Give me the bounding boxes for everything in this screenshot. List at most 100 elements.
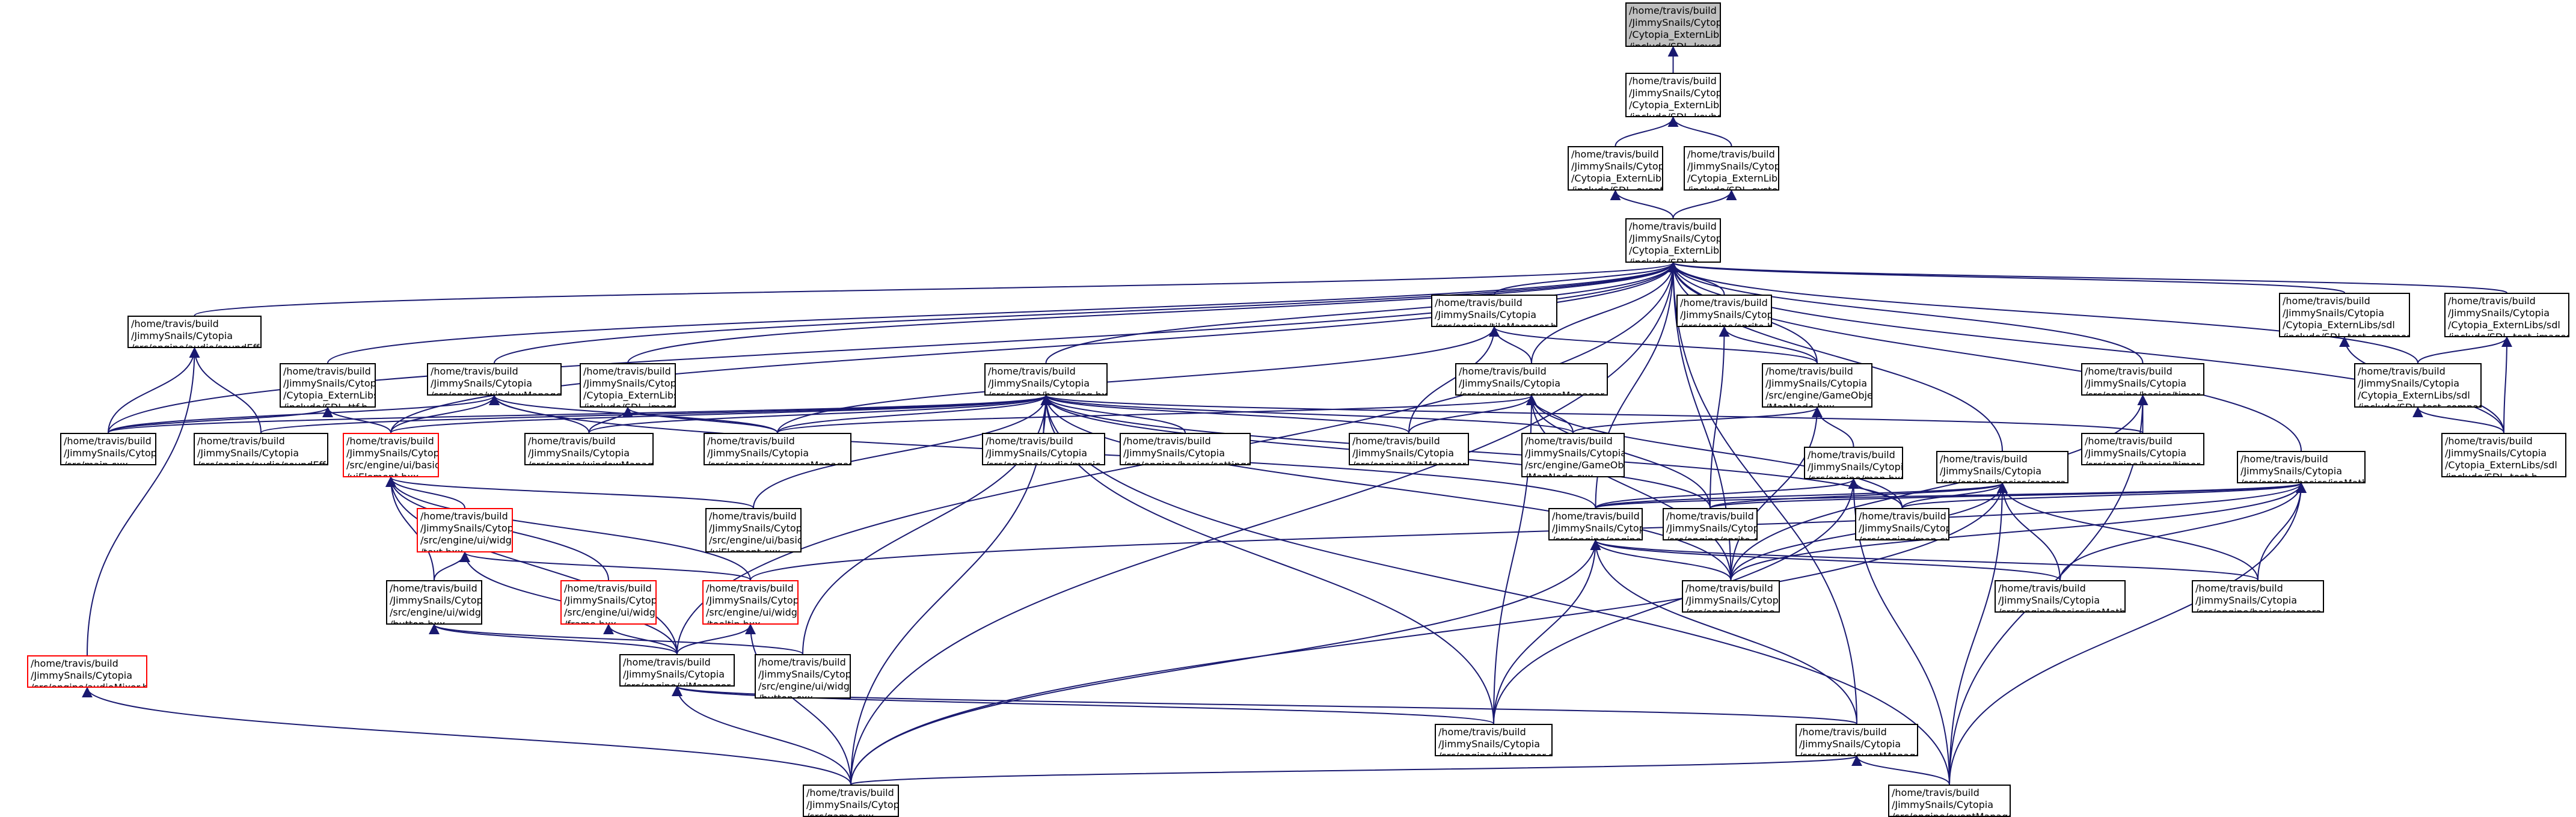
file-node-image[interactable]: /home/travis/build/JimmySnails/Cytopia/C…	[580, 363, 676, 408]
include-edge	[1730, 406, 1823, 581]
node-label-line: /Cytopia_ExternLibs/sdl	[1629, 245, 1720, 256]
file-node-timerCxx[interactable]: /home/travis/build/JimmySnails/Cytopia/s…	[2081, 433, 2204, 465]
file-node-engineCxx[interactable]: /home/travis/build/JimmySnails/Cytopia/s…	[1682, 580, 1780, 613]
include-edge	[1710, 482, 2307, 509]
include-edge	[494, 262, 1679, 364]
node-label-line: /src/engine/uiManager.cxx	[1438, 750, 1553, 756]
node-label-line: /home/travis/build	[583, 366, 671, 377]
include-edge	[108, 394, 1051, 433]
file-node-sdl[interactable]: /home/travis/build/JimmySnails/Cytopia/C…	[1625, 218, 1721, 263]
node-label-line: /home/travis/build	[1629, 221, 1717, 232]
file-node-audioMixerHxx[interactable]: /home/travis/build/JimmySnails/Cytopia/s…	[27, 655, 147, 688]
include-edge	[1040, 394, 1186, 433]
file-node-keycode[interactable]: /home/travis/build/JimmySnails/Cytopia/C…	[1625, 2, 1721, 47]
file-node-testCommon[interactable]: /home/travis/build/JimmySnails/Cytopia/C…	[2279, 293, 2410, 337]
file-node-soundEffectHxx[interactable]: /home/travis/build/JimmySnails/Cytopia/s…	[127, 316, 262, 348]
node-label-line: /home/travis/build	[2195, 583, 2283, 594]
node-label-line: /JimmySnails/Cytopia	[346, 447, 439, 459]
file-node-resourcesManagerHxx[interactable]: /home/travis/build/JimmySnails/Cytopia/s…	[1455, 363, 1608, 396]
include-edge	[108, 347, 200, 433]
node-label-line: /home/travis/build	[1629, 75, 1717, 87]
file-node-buttonCxx[interactable]: /home/travis/build/JimmySnails/Cytopia/s…	[755, 654, 851, 699]
node-label-line: /include/SDL_test_images.h	[2448, 331, 2569, 337]
node-label-line: /tooltip.hxx	[706, 619, 761, 625]
file-node-eventManagerCxx[interactable]: /home/travis/build/JimmySnails/Cytopia/s…	[1888, 785, 2011, 817]
file-node-resourcesManagerCxx[interactable]: /home/travis/build/JimmySnails/Cytopia/s…	[704, 433, 851, 465]
file-node-testImages[interactable]: /home/travis/build/JimmySnails/Cytopia/C…	[2444, 293, 2569, 337]
file-node-mainCxx[interactable]: /home/travis/build/JimmySnails/Cytopia/s…	[60, 433, 156, 465]
node-label-line: /home/travis/build	[420, 510, 508, 522]
file-node-soundEffectCxx[interactable]: /home/travis/build/JimmySnails/Cytopia/s…	[194, 433, 328, 465]
file-node-spriteHxx[interactable]: /home/travis/build/JimmySnails/Cytopia/s…	[1676, 295, 1772, 327]
include-edge	[1610, 189, 1674, 219]
node-label-line: /JimmySnails/Cytopia	[986, 447, 1088, 459]
node-label-line: /src/engine/map.hxx	[1808, 473, 1903, 479]
file-node-system[interactable]: /home/travis/build/JimmySnails/Cytopia/C…	[1684, 146, 1779, 191]
node-label-line: /src/engine/windowManager.cxx	[528, 459, 654, 465]
file-node-mapHxx[interactable]: /home/travis/build/JimmySnails/Cytopia/s…	[1804, 447, 1903, 479]
file-node-engineHxx[interactable]: /home/travis/build/JimmySnails/Cytopia/s…	[1548, 508, 1643, 540]
node-label-line: /home/travis/build	[2358, 366, 2446, 377]
include-edge	[1494, 262, 1679, 295]
include-edge	[1668, 262, 2507, 293]
node-label-line: /home/travis/build	[1123, 435, 1211, 447]
node-label-line: /JimmySnails/Cytopia	[2195, 595, 2298, 606]
include-edge	[1615, 116, 1679, 147]
include-edge	[672, 685, 1494, 724]
node-label-line: /home/travis/build	[1859, 510, 1946, 522]
file-node-uiElementCxx[interactable]: /home/travis/build/JimmySnails/Cytopia/s…	[705, 508, 802, 552]
include-edge	[108, 394, 500, 433]
node-label-line: /text.hxx	[420, 546, 464, 552]
node-label-line: /home/travis/build	[1998, 583, 2086, 594]
file-node-tileManagerHxx[interactable]: /home/travis/build/JimmySnails/Cytopia/s…	[1431, 295, 1557, 327]
file-node-eventManagerHxx[interactable]: /home/travis/build/JimmySnails/Cytopia/s…	[1796, 724, 1918, 756]
file-node-uiElementHxx[interactable]: /home/travis/build/JimmySnails/Cytopia/s…	[343, 433, 439, 477]
include-edge	[850, 394, 1052, 785]
node-label-line: /Cytopia_ExternLibs/sdl	[1571, 173, 1662, 184]
file-node-mapNodeCxx[interactable]: /home/travis/build/JimmySnails/Cytopia/s…	[1521, 433, 1625, 477]
node-label-line: /src/engine/tileManager.cxx	[1352, 459, 1468, 465]
include-edge	[745, 623, 851, 785]
file-node-tooltipHxx[interactable]: /home/travis/build/JimmySnails/Cytopia/s…	[702, 580, 799, 625]
node-label-line: /include/SDL.h	[1629, 257, 1699, 263]
include-edge	[1710, 326, 1730, 509]
file-node-mapCxx[interactable]: /home/travis/build/JimmySnails/Cytopia/s…	[1855, 508, 1949, 540]
file-node-isoMathHxx[interactable]: /home/travis/build/JimmySnails/Cytopia/s…	[2237, 451, 2366, 483]
file-node-gameCxx[interactable]: /home/travis/build/JimmySnails/Cytopia/s…	[803, 785, 899, 817]
node-label-line: /JimmySnails/Cytopia	[1352, 447, 1455, 459]
file-node-musicCxx[interactable]: /home/travis/build/JimmySnails/Cytopia/s…	[982, 433, 1105, 465]
node-label-line: /home/travis/build	[197, 435, 285, 447]
file-node-logHxx[interactable]: /home/travis/build/JimmySnails/Cytopia/s…	[984, 363, 1108, 396]
file-node-windowManagerCxx[interactable]: /home/travis/build/JimmySnails/Cytopia/s…	[524, 433, 654, 465]
include-edge	[189, 347, 262, 433]
node-label-line: /frame.hxx	[564, 619, 616, 625]
file-node-spriteCxx[interactable]: /home/travis/build/JimmySnails/Cytopia/s…	[1663, 508, 1758, 540]
include-edge	[777, 394, 1537, 433]
file-node-tileManagerCxx[interactable]: /home/travis/build/JimmySnails/Cytopia/s…	[1349, 433, 1469, 465]
file-node-testH[interactable]: /home/travis/build/JimmySnails/Cytopia/C…	[2441, 433, 2566, 477]
node-label-line: /src/engine/map.cxx	[1859, 534, 1949, 540]
include-edge	[1590, 539, 1857, 724]
file-node-textHxx[interactable]: /home/travis/build/JimmySnails/Cytopia/s…	[417, 508, 513, 552]
file-node-buttonHxx[interactable]: /home/travis/build/JimmySnails/Cytopia/s…	[386, 580, 482, 625]
file-node-uiManagerHxx[interactable]: /home/travis/build/JimmySnails/Cytopia/s…	[619, 654, 735, 687]
file-node-frameHxx[interactable]: /home/travis/build/JimmySnails/Cytopia/s…	[560, 580, 657, 625]
file-node-timerHxx[interactable]: /home/travis/build/JimmySnails/Cytopia/s…	[2081, 363, 2204, 396]
include-edge	[82, 687, 851, 785]
file-node-uiManagerCxx[interactable]: /home/travis/build/JimmySnails/Cytopia/s…	[1435, 724, 1553, 756]
file-node-cameraHxx[interactable]: /home/travis/build/JimmySnails/Cytopia/s…	[1936, 451, 2068, 483]
file-node-windowManagerHxx[interactable]: /home/travis/build/JimmySnails/Cytopia/s…	[427, 363, 562, 396]
file-node-events[interactable]: /home/travis/build/JimmySnails/Cytopia/C…	[1568, 146, 1663, 191]
file-node-cameraCxx[interactable]: /home/travis/build/JimmySnails/Cytopia/s…	[2192, 580, 2324, 613]
node-label-line: /home/travis/build	[31, 658, 118, 669]
file-node-testCompare[interactable]: /home/travis/build/JimmySnails/Cytopia/C…	[2354, 363, 2482, 408]
node-label-line: /JimmySnails/Cytopia	[2358, 378, 2460, 389]
file-node-isoMathCxx[interactable]: /home/travis/build/JimmySnails/Cytopia/s…	[1995, 580, 2126, 613]
file-node-mapNodeHxx[interactable]: /home/travis/build/JimmySnails/Cytopia/s…	[1762, 363, 1872, 408]
file-node-keyboard[interactable]: /home/travis/build/JimmySnails/Cytopia/C…	[1625, 73, 1721, 117]
file-node-ttf[interactable]: /home/travis/build/JimmySnails/Cytopia/C…	[280, 363, 376, 408]
node-label-line: /src/engine/engine.cxx	[1685, 607, 1779, 613]
file-node-settingsCxx[interactable]: /home/travis/build/JimmySnails/Cytopia/s…	[1120, 433, 1251, 465]
include-edge	[1040, 394, 1574, 433]
include-edge	[108, 406, 333, 433]
